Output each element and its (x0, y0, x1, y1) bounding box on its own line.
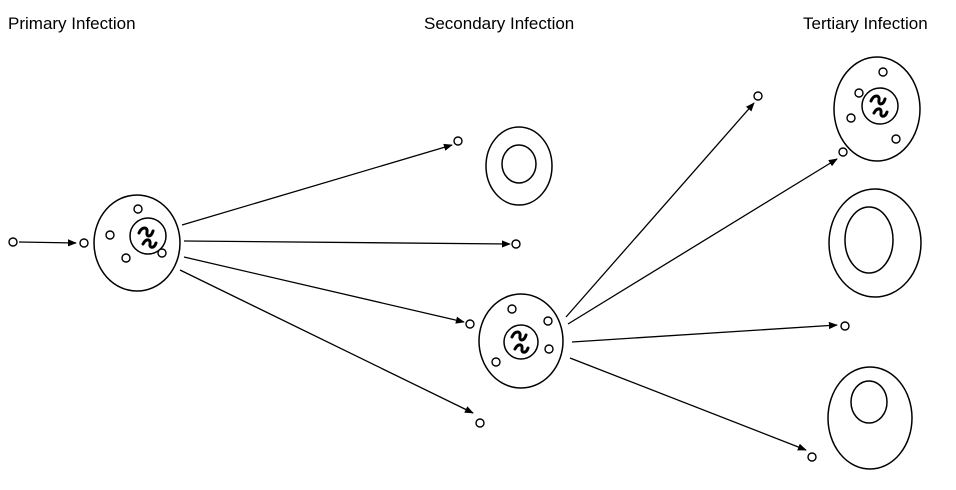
cell-membrane (833, 56, 921, 162)
progeny-virion (491, 357, 501, 367)
virion (453, 136, 463, 146)
progeny-virion (878, 67, 888, 77)
tertiary-infection-label: Tertiary Infection (803, 14, 928, 33)
viral-dna-icon (872, 107, 889, 118)
nucleus (503, 324, 539, 360)
free-virions (8, 91, 850, 462)
arrow-secondary-to-virion-3 (569, 357, 807, 451)
progeny-virion (157, 248, 167, 258)
tertiary-infected-cell (833, 56, 921, 162)
arrow-secondary-to-virion-1 (565, 102, 755, 318)
virion (753, 91, 763, 101)
progeny-virion (121, 253, 131, 263)
virion (511, 239, 521, 249)
virion (79, 238, 89, 248)
progeny-virion (891, 134, 901, 144)
progeny-virion (105, 230, 115, 240)
progeny-virion (854, 88, 864, 98)
virion (475, 418, 485, 428)
cell-membrane (828, 188, 922, 298)
virion (840, 321, 850, 331)
secondary-infected-cell (478, 293, 564, 389)
cell-membrane (827, 366, 913, 470)
viral-dna-icon (137, 226, 155, 238)
arrow-secondary-to-virion-2 (571, 321, 838, 343)
cell-membrane (478, 293, 564, 389)
nucleus (501, 144, 537, 184)
nucleus (850, 380, 888, 424)
arrow-primary-to-virion-3 (179, 269, 474, 414)
arrow-secondary-to-tertiary-1 (567, 158, 838, 325)
progeny-virion (544, 344, 554, 354)
virion (807, 452, 817, 462)
cell-membrane (93, 194, 181, 292)
nucleus (844, 206, 894, 274)
virion (465, 319, 475, 329)
tertiary-uninfected-cell (828, 188, 922, 298)
viral-dna-icon (510, 330, 528, 342)
viral-dna-icon (141, 238, 158, 249)
virion (8, 237, 18, 247)
progeny-virion (133, 204, 143, 214)
progeny-virion (846, 113, 856, 123)
arrow-primary-to-secondary (183, 256, 465, 324)
progeny-virion (543, 316, 553, 326)
arrow-primary-to-virion-1 (181, 143, 453, 226)
viral-dna-icon (869, 94, 887, 106)
tertiary-uninfected-cell (827, 366, 913, 470)
arrow-entry (18, 239, 77, 247)
arrows (18, 102, 838, 451)
secondary-uninfected-cell (485, 126, 553, 206)
cell-membrane (485, 126, 553, 206)
primary-infected-cell (93, 194, 181, 292)
primary-infection-label: Primary Infection (8, 14, 136, 33)
nucleus (861, 87, 899, 125)
viral-dna-icon (513, 343, 530, 354)
arrow-primary-to-virion-2 (183, 240, 511, 248)
progeny-virion (507, 304, 517, 314)
virion (838, 147, 848, 157)
secondary-infection-label: Secondary Infection (424, 14, 575, 33)
